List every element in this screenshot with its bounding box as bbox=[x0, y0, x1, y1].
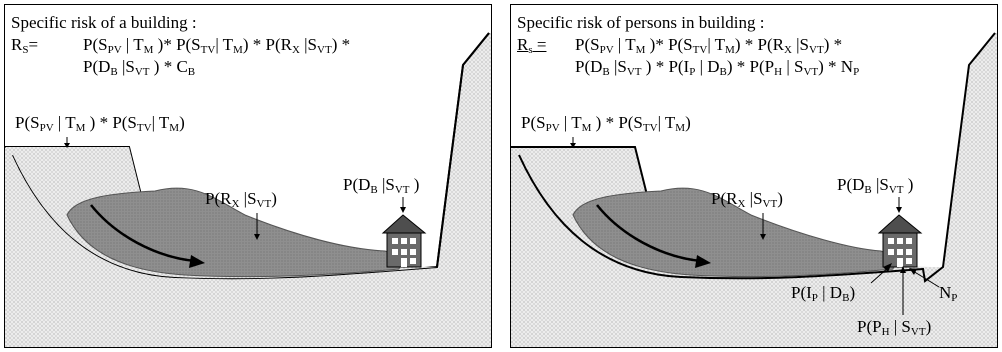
damage-label: P(DB |SVT ) bbox=[343, 175, 420, 196]
formula-line-2: P(DB |SVT ) * P(IP | DB) * P(PH | SVT) *… bbox=[575, 57, 860, 78]
landslide-mass bbox=[66, 187, 400, 278]
slope-diagram bbox=[511, 32, 997, 347]
persons-label: NP bbox=[939, 283, 958, 304]
onset-label: P(SPV | TM ) * P(STV| TM) bbox=[521, 113, 691, 134]
persons-risk-panel: Specific risk of persons in building : R… bbox=[510, 4, 998, 348]
injury-label: P(IP | DB) bbox=[791, 283, 856, 304]
movement-arrow bbox=[90, 204, 196, 263]
panel-title: Specific risk of a building : bbox=[11, 13, 197, 32]
presence-label: P(PH | SVT) bbox=[857, 317, 932, 338]
movement-arrow bbox=[596, 204, 702, 263]
onset-label: P(SPV | TM ) * P(STV| TM) bbox=[15, 113, 185, 134]
risk-symbol: RS= bbox=[11, 35, 39, 56]
formula-line-1: P(SPV | TM )* P(STV| TM) * P(RX |SVT) * bbox=[83, 35, 351, 56]
house-icon bbox=[381, 214, 427, 268]
runout-label: P(RX |SVT) bbox=[205, 189, 277, 210]
risk-symbol: Rs = bbox=[517, 35, 547, 56]
formula-line-2: P(DB |SVT ) * CB bbox=[83, 57, 196, 78]
house-icon bbox=[877, 214, 923, 268]
ground-line bbox=[511, 32, 996, 283]
runout-label: P(RX |SVT) bbox=[711, 189, 783, 210]
panel-title: Specific risk of persons in building : bbox=[517, 13, 765, 32]
formula-line-1: P(SPV | TM )* P(STV| TM) * P(RX |SVT) * bbox=[575, 35, 843, 56]
building-risk-panel: Specific risk of a building : RS= P(SPV … bbox=[4, 4, 492, 348]
slope-diagram bbox=[5, 32, 491, 347]
damage-label: P(DB |SVT ) bbox=[837, 175, 914, 196]
